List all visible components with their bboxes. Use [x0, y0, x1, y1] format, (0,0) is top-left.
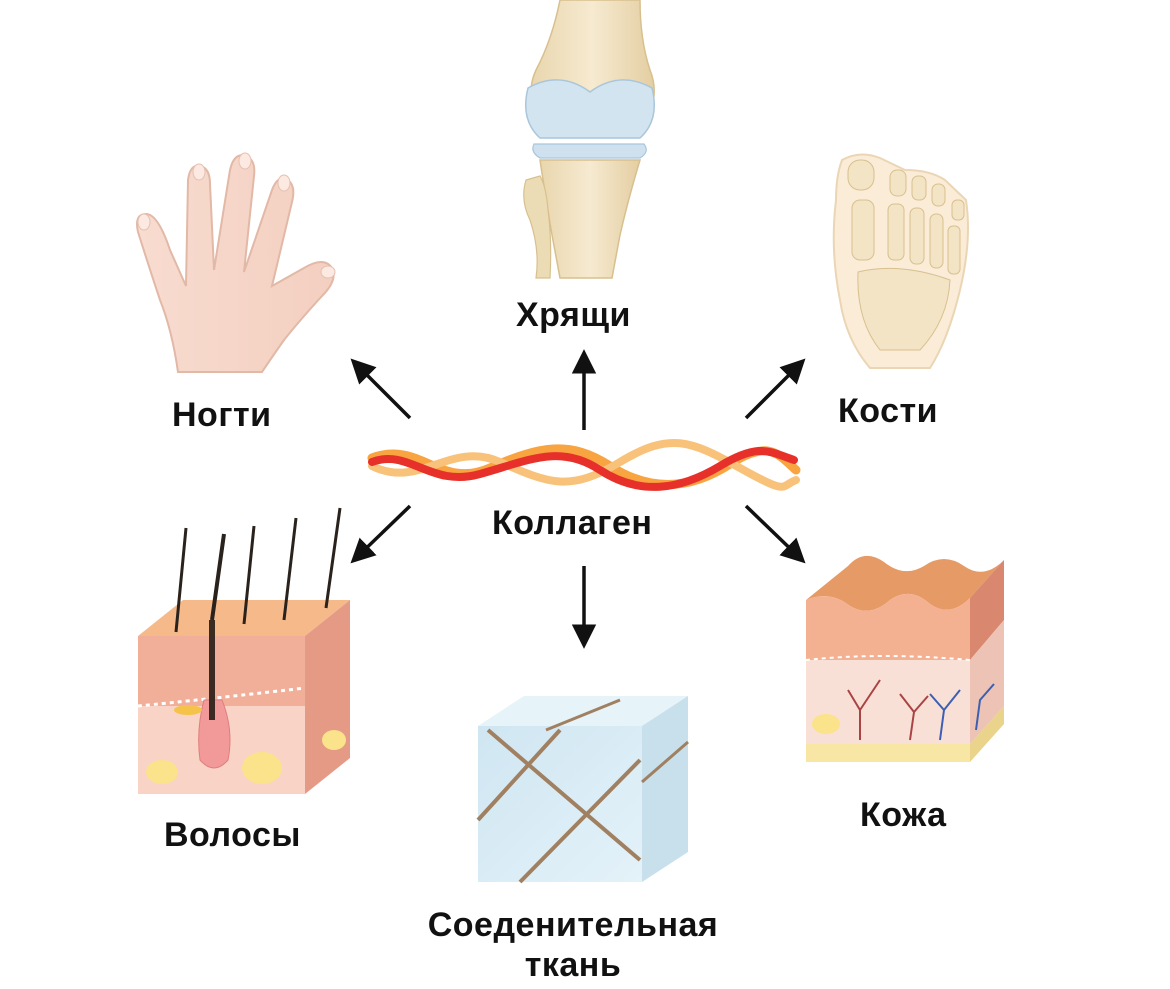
hair-skin-block-illustration: [137, 507, 350, 794]
arrow-to-hair: [350, 504, 412, 564]
skin-block-illustration: [805, 555, 1004, 762]
arrow-to-bones: [744, 358, 806, 420]
nails-label: Ногти: [172, 396, 272, 434]
collagen-fiber: [367, 438, 801, 491]
arrow-to-skin: [744, 504, 806, 564]
hair-label: Волосы: [164, 816, 301, 854]
arrow-to-nails: [350, 358, 412, 420]
hand-illustration: [136, 152, 336, 373]
arrows: [350, 349, 806, 649]
foot-bones-illustration: [832, 153, 969, 369]
cartilage-label: Хрящи: [516, 296, 631, 334]
bones-label: Кости: [838, 392, 939, 430]
connective-tissue-cube-illustration: [476, 696, 689, 884]
connective-tissue-label-line1: Соеденительная: [427, 906, 719, 944]
connective-tissue-label-line2: ткань: [524, 946, 622, 984]
knee-joint-illustration: [523, 0, 655, 279]
skin-label: Кожа: [860, 796, 947, 834]
collagen-label: Коллаген: [492, 504, 653, 542]
